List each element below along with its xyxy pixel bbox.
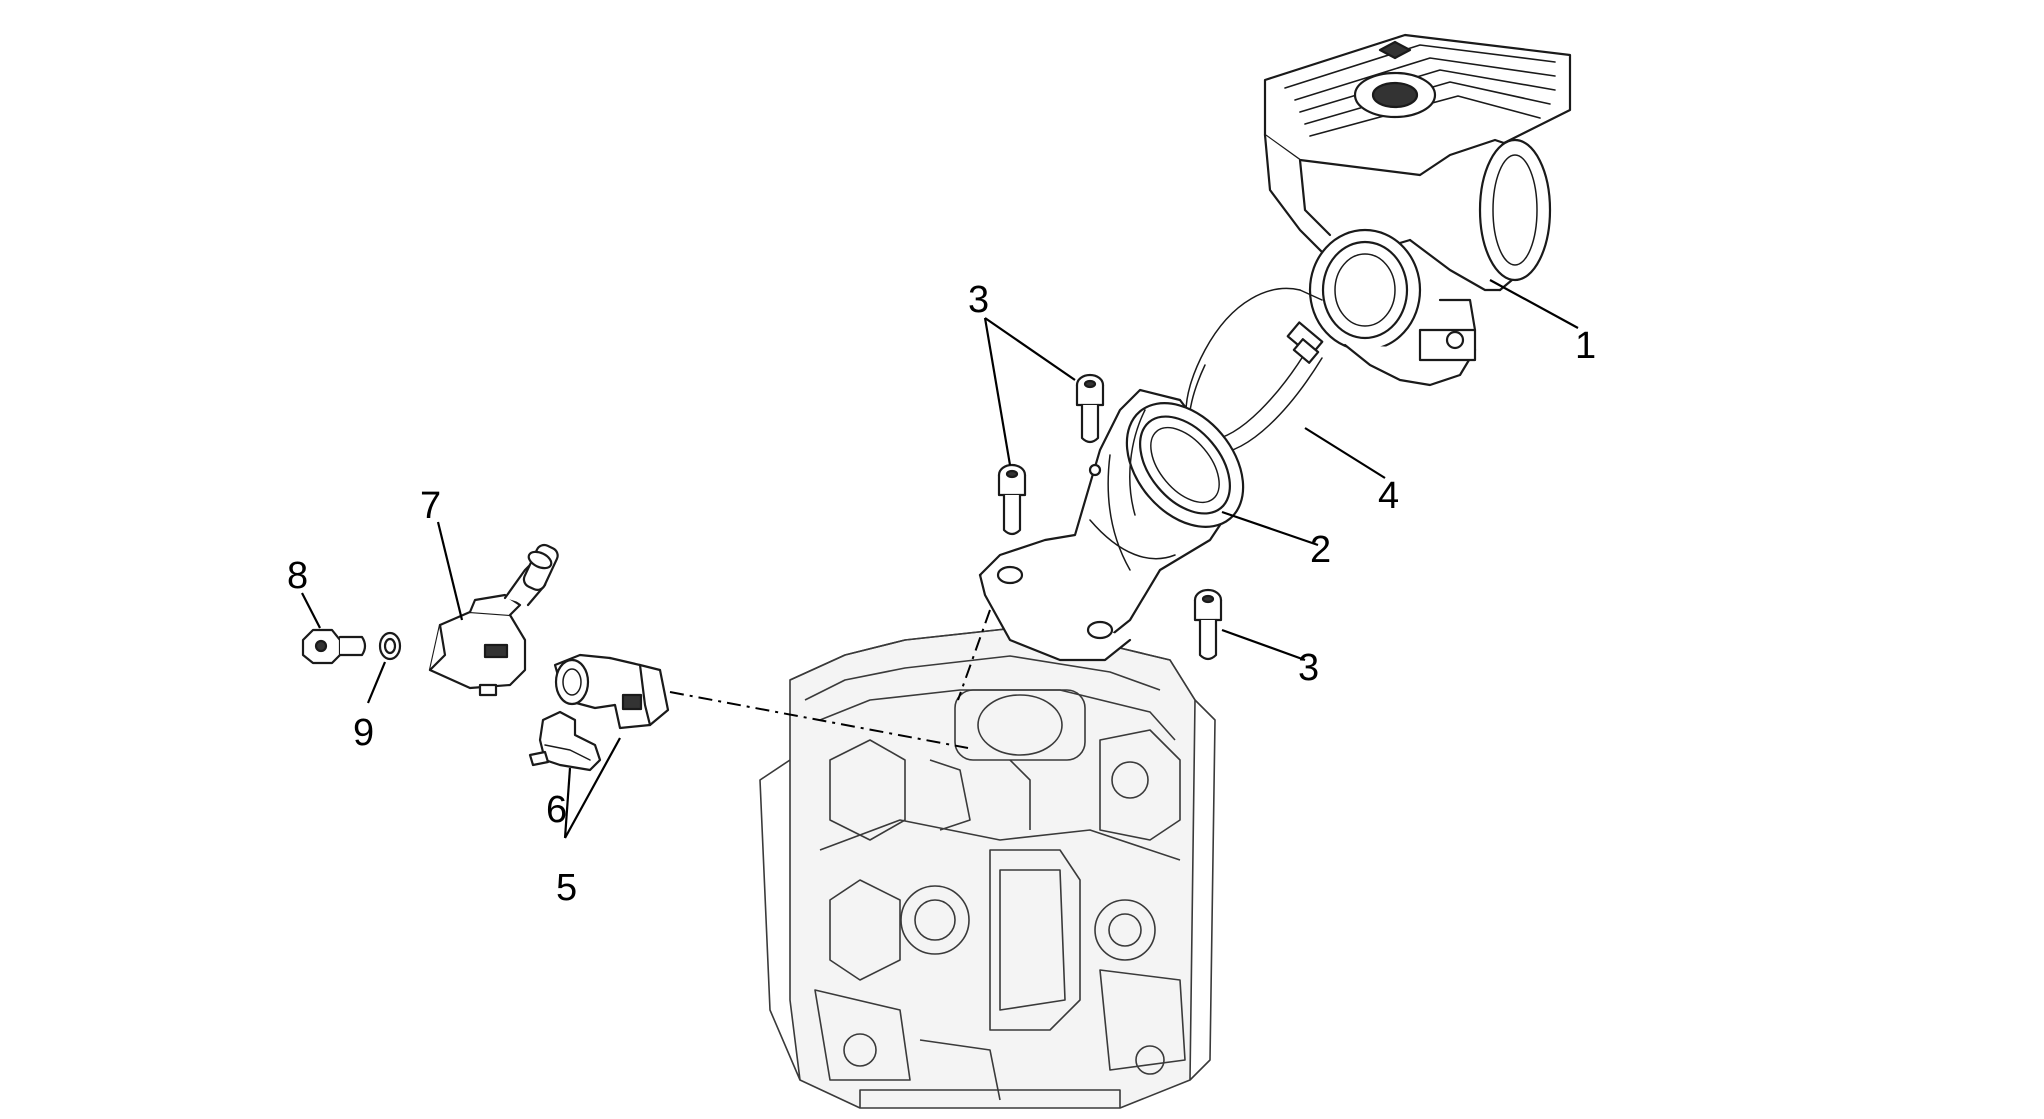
callout-2: 2 [1310, 529, 1331, 571]
leader-5-left [563, 767, 572, 839]
leader-1 [1489, 279, 1579, 329]
leader-7 [436, 521, 464, 621]
callout-1: 1 [1575, 325, 1596, 367]
callout-labels: 1 2 3 3 4 5 6 7 8 9 [287, 279, 1596, 909]
leader-8 [301, 592, 321, 629]
bolt [301, 628, 367, 665]
cylinder-head [759, 627, 1216, 1109]
sensor [428, 543, 559, 697]
leader-5-right [564, 737, 621, 839]
leader-9 [366, 661, 387, 704]
callout-8: 8 [287, 555, 308, 597]
screw-lower [1193, 588, 1223, 661]
leader-2 [1221, 510, 1319, 547]
callout-6: 6 [546, 789, 567, 831]
intake-manifold [978, 388, 1245, 662]
callout-3-top: 3 [968, 279, 989, 321]
callout-9: 9 [353, 712, 374, 754]
callout-3-bottom: 3 [1298, 647, 1319, 689]
screw-upper [1075, 373, 1105, 444]
screw-middle [997, 463, 1027, 536]
throttle-body [1263, 33, 1572, 387]
callout-4: 4 [1378, 475, 1399, 517]
leader-3b [1221, 628, 1306, 662]
callout-5: 5 [556, 867, 577, 909]
assembly-axes [669, 609, 991, 749]
leader-lines [301, 279, 1579, 839]
callout-7: 7 [420, 485, 441, 527]
connector [553, 653, 670, 730]
leader-4 [1304, 427, 1386, 479]
clip [528, 710, 602, 772]
washer [378, 631, 402, 661]
leader-3a-middle [983, 317, 1012, 466]
leader-3a-upper [984, 317, 1076, 381]
